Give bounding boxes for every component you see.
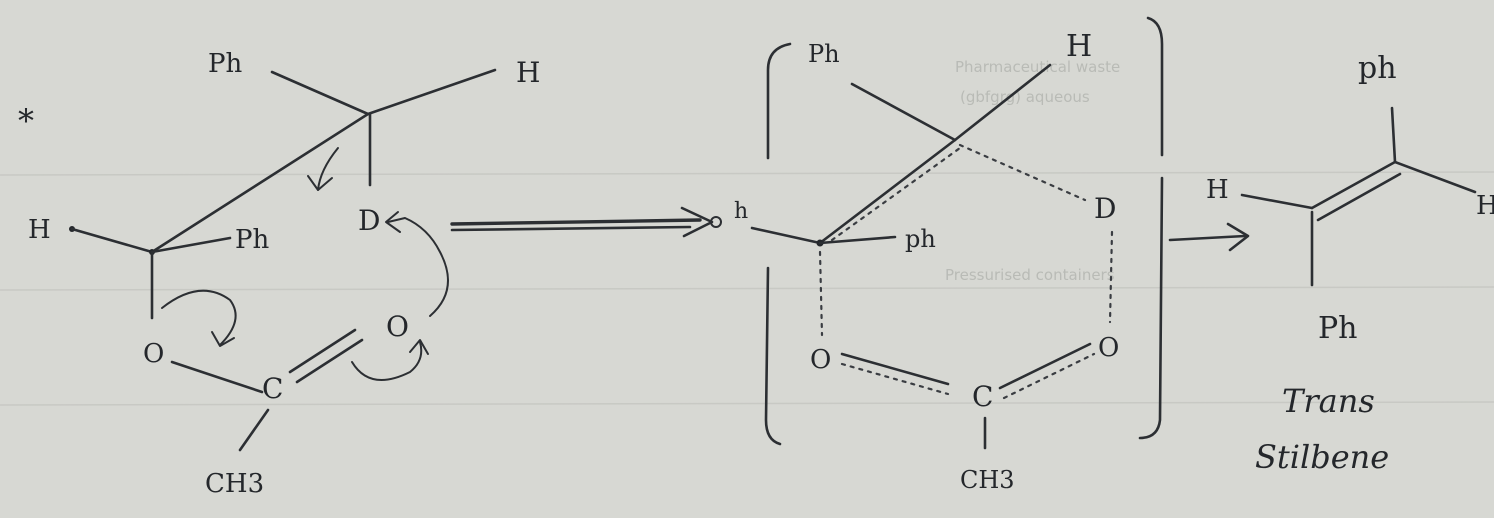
ts-partial-c-o2	[1002, 352, 1096, 400]
arrow-head-2	[211, 331, 235, 347]
product-left-h-label: H	[1206, 175, 1229, 205]
product-arrow-shaft	[1168, 234, 1247, 242]
ts-bond-lower-c-h	[750, 226, 822, 245]
arrow-o-lone-pair	[161, 289, 237, 346]
carbonyl-c-label: C	[262, 372, 283, 405]
bond-lower-c-ph	[150, 236, 232, 254]
bleed-text-1: Pharmaceutical waste	[955, 58, 1120, 76]
ts-bond-upper-c-ph	[850, 82, 957, 142]
bond-upper-ph	[1390, 106, 1397, 164]
bond-c-c	[150, 112, 370, 254]
arrow-shaft	[450, 218, 702, 226]
ts-partial-pi	[830, 146, 962, 242]
arrow-head-4	[385, 211, 401, 233]
star-mark: *	[18, 102, 34, 140]
bond-lower-h	[1240, 193, 1314, 210]
double-bond-2	[1316, 172, 1402, 222]
bond-c-o-double-2	[295, 338, 364, 384]
product-lower-ph-label: Ph	[1318, 311, 1358, 346]
paper-rules	[0, 171, 1494, 406]
bracket-left-top	[766, 42, 792, 160]
ts-lower-ph-label: ph	[905, 225, 936, 253]
product-upper-ph-label: ph	[1358, 51, 1397, 86]
product-structure: ph H H Ph Trans Stilbene	[1206, 51, 1494, 476]
upper-ph-label: Ph	[208, 49, 242, 79]
bleed-text-2: (gbfgrg) aqueous	[960, 88, 1090, 106]
upper-h-label: H	[516, 56, 540, 89]
product-right-h-label: H	[1476, 191, 1494, 221]
bleed-through-text: Pharmaceutical waste (gbfgrg) aqueous Pr…	[945, 58, 1120, 284]
d-label: D	[358, 204, 380, 237]
ts-bond-c-o	[998, 342, 1092, 390]
ts-upper-ph-label: Ph	[808, 40, 840, 68]
product-name-line2: Stilbene	[1255, 438, 1389, 476]
bond-upper-c-ph	[270, 70, 370, 116]
ts-d-label: D	[1094, 192, 1116, 225]
arrow-tip-loop	[710, 216, 722, 228]
bracket-right-top	[1146, 16, 1164, 157]
reactant-structure: * Ph H D H Ph O C O CH3	[18, 49, 540, 499]
arrow-head	[680, 206, 714, 238]
ts-bond-o-c	[840, 352, 950, 386]
ts-ester-o-label: O	[810, 345, 831, 375]
bracket-left-bottom	[764, 266, 782, 446]
arrow-bond-to-cc	[317, 147, 339, 191]
lower-h-label: H	[28, 215, 51, 245]
bond-c-ch3	[238, 408, 270, 452]
arrow-head-1	[307, 175, 333, 191]
ester-o-label: O	[143, 339, 164, 369]
lower-ph-label: Ph	[235, 225, 269, 255]
carbonyl-o-label: O	[386, 310, 409, 343]
bond-upper-h	[1393, 160, 1477, 194]
bond-upper-c-h	[366, 68, 497, 116]
ts-carbonyl-c-label: C	[972, 380, 993, 413]
transition-state: Ph H h ph D O O C CH3	[734, 16, 1164, 494]
ts-bond-c-c	[818, 138, 957, 245]
ts-partial-c-o	[818, 250, 824, 337]
bond-lower-c-h	[70, 227, 154, 254]
ts-partial-d-o	[1108, 230, 1114, 324]
arrow-head-3	[409, 339, 429, 355]
bleed-text-3: Pressurised containers	[945, 266, 1115, 284]
arrow-shaft-2	[450, 225, 692, 232]
product-arrow-head	[1226, 222, 1250, 252]
reaction-arrow	[450, 206, 722, 238]
double-bond-1	[1310, 160, 1397, 210]
arrow-carbonyl	[351, 341, 423, 381]
ts-lower-h-label: h	[734, 199, 748, 224]
ts-bond-upper-c-h	[953, 63, 1052, 142]
arrow-o-to-d	[387, 217, 449, 317]
product-arrow	[1168, 222, 1250, 252]
ts-upper-h-label: H	[1066, 29, 1092, 64]
product-name-line1: Trans	[1282, 382, 1375, 420]
ts-ch3-label: CH3	[960, 466, 1015, 494]
bond-c-o-double-1	[288, 328, 357, 374]
ts-bond-lower-c-ph	[818, 235, 897, 245]
ch3-label: CH3	[205, 469, 264, 499]
ts-partial-o-c	[840, 362, 950, 396]
bracket-right-bottom	[1138, 176, 1164, 440]
ts-carbonyl-o-label: O	[1098, 333, 1119, 363]
bond-o-c	[170, 360, 264, 394]
